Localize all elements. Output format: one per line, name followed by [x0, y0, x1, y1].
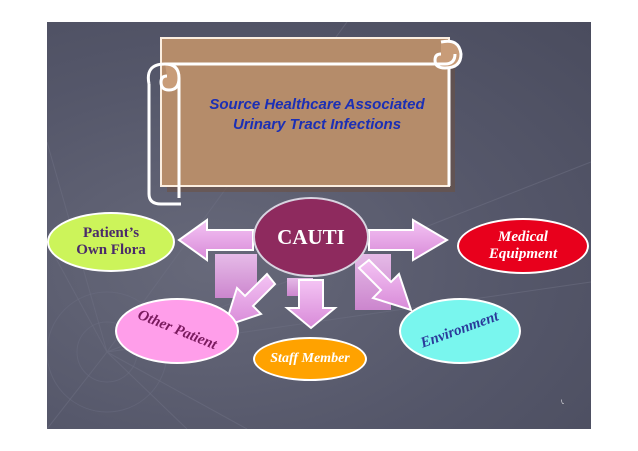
node-other-label: Other Patient — [135, 307, 220, 354]
node-medical-equipment: Medical Equipment — [457, 218, 589, 274]
node-environment-label: Environment — [418, 308, 501, 352]
title-scroll — [146, 37, 463, 206]
node-cauti: CAUTI — [253, 197, 369, 277]
page-number: \. — [561, 400, 565, 406]
node-flora-label: Patient’s Own Flora — [76, 224, 146, 258]
arrow-to-environment — [357, 258, 413, 312]
slide: Source Healthcare Associated Urinary Tra… — [47, 22, 591, 429]
arrows — [177, 218, 449, 330]
arrow-to-flora — [177, 218, 254, 262]
node-patients-own-flora: Patient’s Own Flora — [47, 212, 175, 272]
arrow-to-staff — [284, 279, 338, 330]
node-other-patient: Other Patient — [115, 298, 239, 364]
node-staff-label: Staff Member — [270, 350, 350, 366]
arrow-to-medical — [368, 218, 449, 262]
node-cauti-label: CAUTI — [277, 224, 345, 249]
node-environment: Environment — [399, 298, 521, 364]
node-staff-member: Staff Member — [253, 337, 367, 381]
title-line-2: Urinary Tract Infections — [232, 116, 402, 133]
node-medical-label: Medical Equipment — [488, 228, 558, 262]
arrow-to-other-patient — [223, 272, 277, 328]
title-line-1: Source Healthcare Associated — [209, 96, 425, 113]
